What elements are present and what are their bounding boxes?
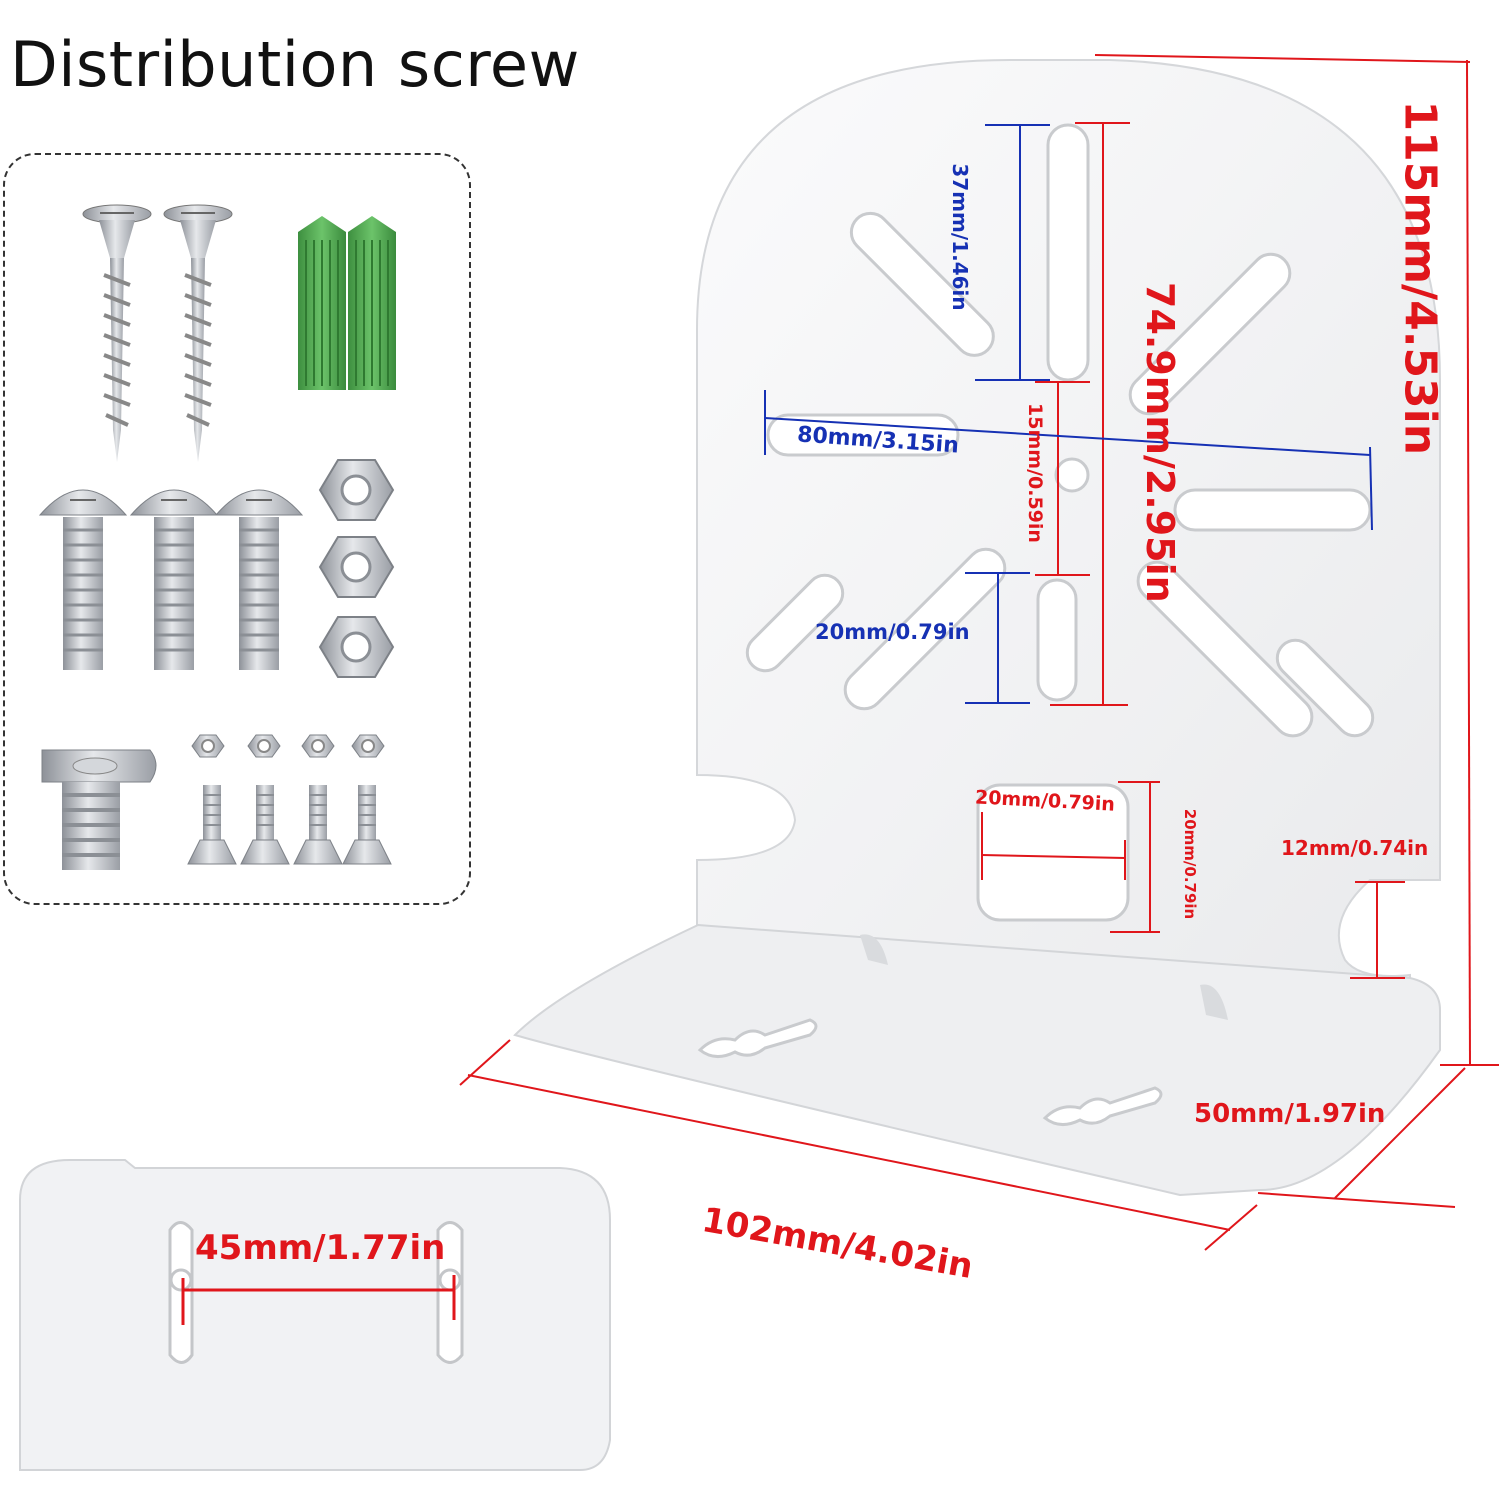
window-height-label: 20mm/0.79in: [1181, 808, 1199, 920]
t-bolt-icon: [41, 749, 157, 870]
small-bolt-icon: [342, 785, 392, 865]
small-bolt-icon: [293, 785, 343, 865]
notch-label: 12mm/0.74in: [1281, 836, 1429, 860]
wood-screw-icon: [82, 204, 152, 462]
keyhole-spacing-label: 45mm/1.77in: [195, 1228, 446, 1268]
small-bolt-icon: [240, 785, 290, 865]
page-title: Distribution screw: [10, 28, 580, 101]
machine-screw-icon: [129, 489, 219, 670]
small-nut-icon: [247, 734, 281, 758]
machine-screw-icon: [214, 489, 304, 670]
lower-slot-label: 20mm/0.79in: [815, 620, 970, 644]
small-nut-icon: [191, 734, 225, 758]
slot-span-label: 74.9mm/2.95in: [1138, 282, 1182, 603]
mounting-bracket: [513, 59, 1441, 1197]
hex-nut-icon: [318, 459, 395, 521]
small-bolt-icon: [187, 785, 237, 865]
wood-screw-icon: [163, 204, 233, 462]
center-gap-label: 15mm/0.59in: [1024, 403, 1046, 543]
height-label: 115mm/4.53in: [1394, 100, 1446, 456]
machine-screw-icon: [38, 489, 128, 670]
top-slot-label: 37mm/1.46in: [948, 163, 972, 311]
small-nut-icon: [351, 734, 385, 758]
hex-nut-icon: [318, 536, 395, 598]
small-nut-icon: [301, 734, 335, 758]
dimension-lines: [459, 54, 1499, 1251]
hex-nut-icon: [318, 616, 395, 678]
base-plate-view: [19, 1159, 611, 1471]
wall-anchor-icon: [298, 216, 396, 390]
hardware-kit-box: [3, 153, 471, 905]
base-depth-label: 50mm/1.97in: [1194, 1099, 1386, 1129]
